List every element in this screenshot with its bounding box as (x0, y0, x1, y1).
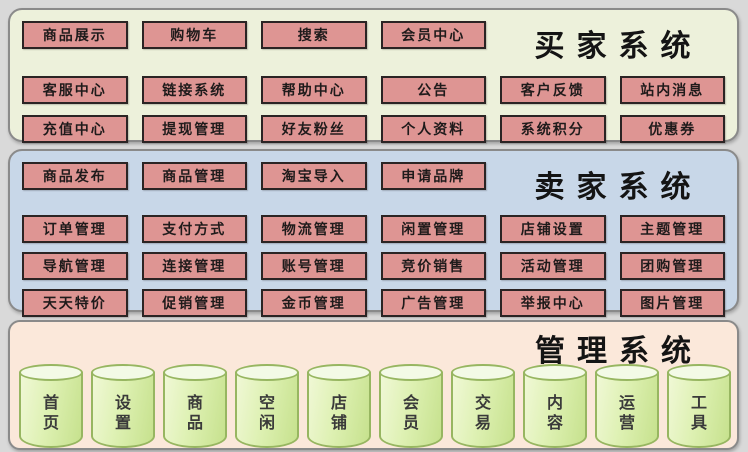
buyer-module-grid: 商品展示 购物车 搜索 会员中心 买家系统 客服中心 链接系统 帮助中心 公告 … (10, 10, 737, 154)
database-cylinder: 店铺 (307, 364, 371, 448)
cylinder-top-ellipse (163, 364, 227, 381)
module-box: 广告管理 (380, 289, 486, 317)
module-box: 申请品牌 (380, 162, 486, 190)
cylinder-body: 会员 (379, 372, 443, 448)
module-box: 帮助中心 (261, 76, 367, 104)
module-box: 活动管理 (500, 252, 606, 280)
cylinder-body: 首页 (19, 372, 83, 448)
database-cylinder: 运营 (595, 364, 659, 448)
module-box: 举报中心 (500, 289, 606, 317)
database-label: 空闲 (258, 395, 275, 432)
module-box: 连接管理 (141, 252, 247, 280)
cylinder-top-ellipse (379, 364, 443, 381)
database-cylinder: 首页 (19, 364, 83, 448)
module-box: 好友粉丝 (261, 115, 367, 143)
module-box: 公告 (380, 76, 486, 104)
cylinder-top-ellipse (523, 364, 587, 381)
module-box: 搜索 (261, 21, 367, 49)
cylinder-body: 商品 (163, 372, 227, 448)
cylinder-top-ellipse (235, 364, 299, 381)
cylinder-top-ellipse (451, 364, 515, 381)
module-box: 客户反馈 (500, 76, 606, 104)
module-box: 竞价销售 (380, 252, 486, 280)
database-label: 运营 (618, 395, 635, 432)
database-cylinder: 会员 (379, 364, 443, 448)
seller-module-grid: 商品发布 商品管理 淘宝导入 申请品牌 卖家系统 订单管理 支付方式 物流管理 … (10, 151, 737, 328)
module-box: 充值中心 (22, 115, 128, 143)
module-box: 商品展示 (22, 21, 128, 49)
module-box: 支付方式 (141, 215, 247, 243)
module-box: 账号管理 (261, 252, 367, 280)
cylinder-body: 工具 (667, 372, 731, 448)
buyer-system-panel: 商品展示 购物车 搜索 会员中心 买家系统 客服中心 链接系统 帮助中心 公告 … (8, 8, 739, 143)
cylinder-top-ellipse (595, 364, 659, 381)
database-cylinder-row: 首页 设置 商品 空闲 (10, 362, 737, 448)
database-label: 商品 (186, 395, 203, 432)
database-cylinder: 设置 (91, 364, 155, 448)
cylinder-top-ellipse (19, 364, 83, 381)
module-box: 主题管理 (619, 215, 725, 243)
database-label: 设置 (114, 395, 131, 432)
module-box: 物流管理 (261, 215, 367, 243)
seller-system-panel: 商品发布 商品管理 淘宝导入 申请品牌 卖家系统 订单管理 支付方式 物流管理 … (8, 149, 739, 317)
module-box: 导航管理 (22, 252, 128, 280)
admin-system-title: 管理系统 (535, 335, 703, 368)
module-box: 金币管理 (261, 289, 367, 317)
module-box: 店铺设置 (500, 215, 606, 243)
database-cylinder: 内容 (523, 364, 587, 448)
database-label: 交易 (474, 395, 491, 432)
database-label: 首页 (42, 395, 59, 432)
module-box: 提现管理 (141, 115, 247, 143)
module-box: 商品管理 (141, 162, 247, 190)
module-box: 淘宝导入 (261, 162, 367, 190)
cylinder-body: 内容 (523, 372, 587, 448)
cylinder-body: 店铺 (307, 372, 371, 448)
buyer-system-title: 买家系统 (534, 30, 703, 63)
database-cylinder: 交易 (451, 364, 515, 448)
module-box: 客服中心 (22, 76, 128, 104)
database-cylinder: 商品 (163, 364, 227, 448)
seller-system-title: 卖家系统 (534, 171, 703, 204)
module-box: 团购管理 (619, 252, 725, 280)
database-cylinder: 空闲 (235, 364, 299, 448)
cylinder-top-ellipse (667, 364, 731, 381)
module-box: 站内消息 (619, 76, 725, 104)
cylinder-body: 空闲 (235, 372, 299, 448)
cylinder-body: 交易 (451, 372, 515, 448)
database-label: 工具 (690, 395, 707, 432)
module-box: 商品发布 (22, 162, 128, 190)
database-label: 店铺 (330, 395, 347, 432)
module-box: 促销管理 (141, 289, 247, 317)
module-box: 系统积分 (500, 115, 606, 143)
cylinder-top-ellipse (307, 364, 371, 381)
module-box: 会员中心 (380, 21, 486, 49)
module-box: 订单管理 (22, 215, 128, 243)
database-label: 内容 (546, 395, 563, 432)
module-box: 优惠券 (619, 115, 725, 143)
module-box: 个人资料 (380, 115, 486, 143)
database-label: 会员 (402, 395, 419, 432)
module-box: 闲置管理 (380, 215, 486, 243)
admin-system-panel: 管理系统 首页 设置 商品 (8, 320, 739, 450)
module-box: 天天特价 (22, 289, 128, 317)
cylinder-top-ellipse (91, 364, 155, 381)
module-box: 链接系统 (141, 76, 247, 104)
cylinder-body: 设置 (91, 372, 155, 448)
cylinder-body: 运营 (595, 372, 659, 448)
database-cylinder: 工具 (667, 364, 731, 448)
module-box: 图片管理 (619, 289, 725, 317)
module-box: 购物车 (141, 21, 247, 49)
